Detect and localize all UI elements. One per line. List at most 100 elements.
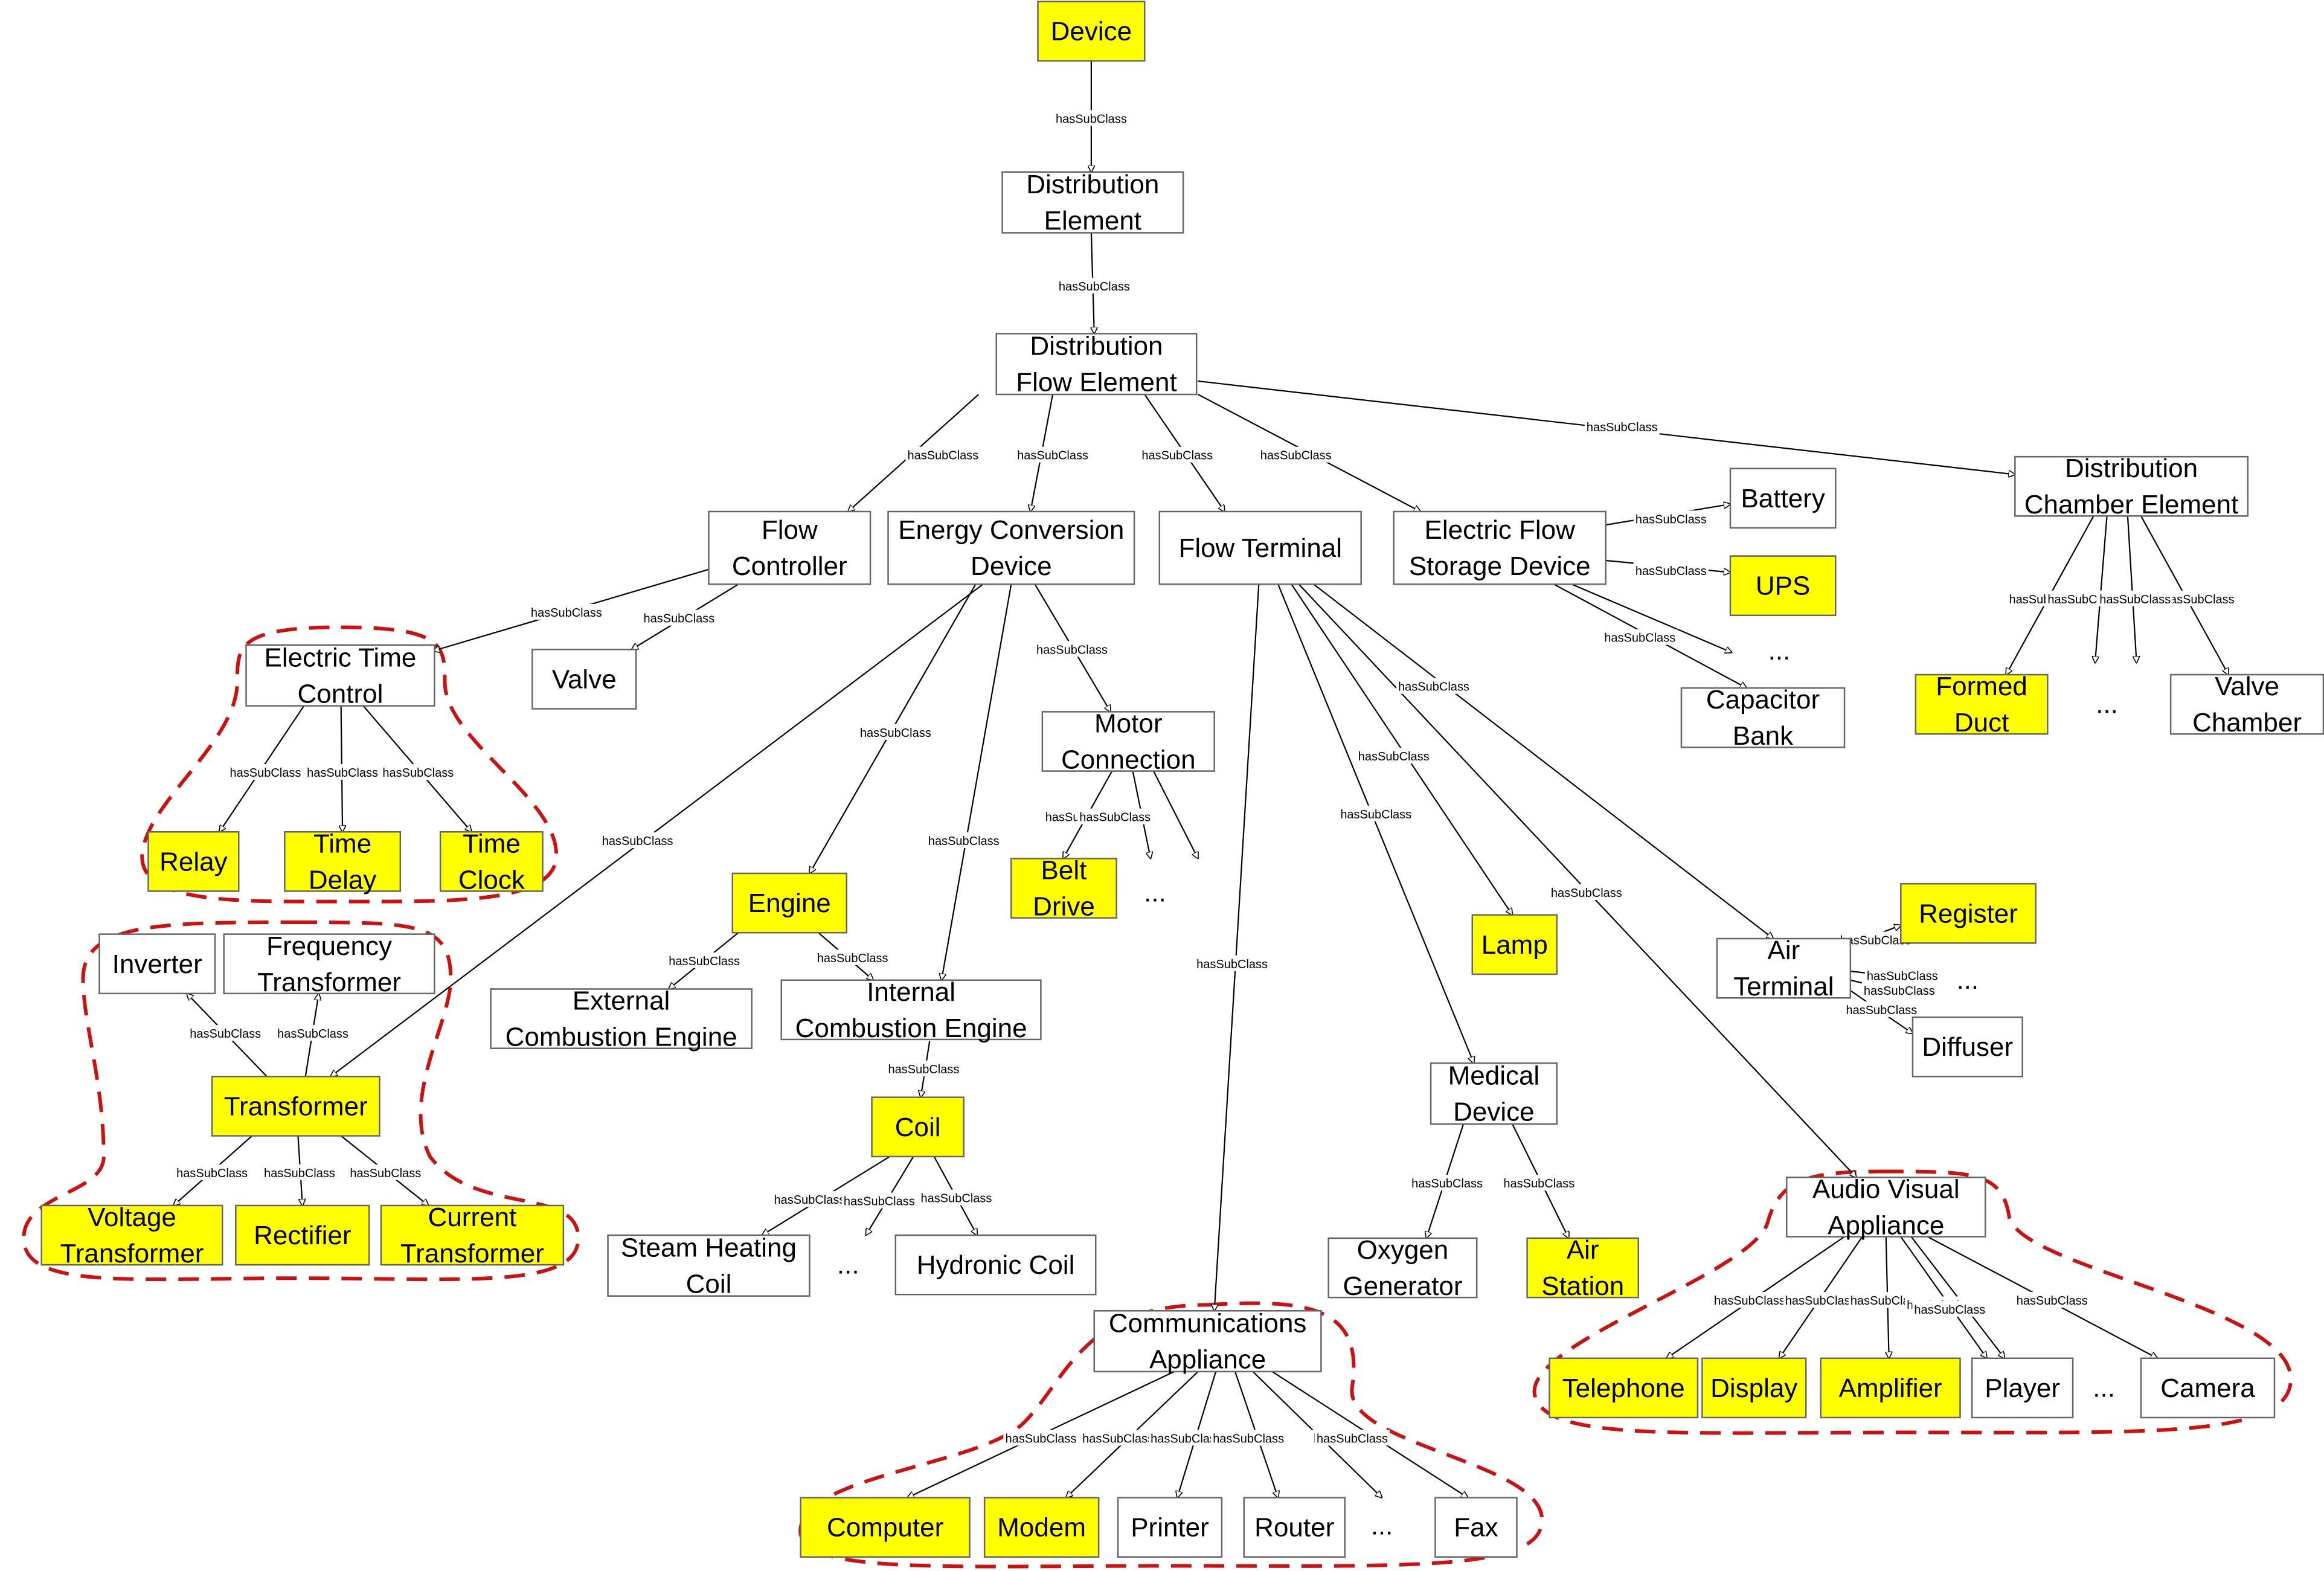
edge-label-transformer-to-current-transformer: hasSubClass <box>350 1167 421 1180</box>
node-engine-label: Engine <box>748 888 831 918</box>
edge-label-audio-visual-appliance-to-telephone-bg <box>1712 1292 1787 1308</box>
edge-label-flow-terminal-to-communications-appliance-bg <box>1195 955 1270 971</box>
node-relay-label: Relay <box>159 847 228 876</box>
edge-label-audio-visual-appliance-to-display: hasSubClass <box>1785 1294 1857 1308</box>
node-distribution-flow-element-box <box>995 333 1198 396</box>
ellipsis-av-more: ... <box>2093 1373 2115 1402</box>
edge-label-internal-combustion-engine-to-coil: hasSubClass <box>888 1063 960 1076</box>
edge-label-audio-visual-appliance-to-camera: hasSubClass <box>2017 1294 2088 1308</box>
edge-label-engine-to-external-combustion-engine-bg <box>667 952 742 968</box>
edge-label-device-to-distribution-element: hasSubClass <box>1056 112 1127 126</box>
edge-label-transformer-to-frequency-transformer: hasSubClass <box>277 1027 348 1041</box>
edge-label-communications-appliance-to-router: hasSubClass <box>1213 1432 1284 1445</box>
node-voltage-transformer-box <box>40 1204 223 1266</box>
edge-flow-terminal-to-medical-device <box>1277 583 1474 1063</box>
node-fax: Fax <box>1434 1497 1518 1558</box>
edge-label-energy-conversion-device-to-motor-connection: hasSubClass <box>1036 643 1108 657</box>
node-rectifier: Rectifier <box>235 1204 370 1266</box>
node-formed-duct-label: Duct <box>1954 708 2009 737</box>
node-battery-box <box>1729 467 1837 529</box>
edge-label-medical-device-to-oxygen-generator-bg <box>1410 1175 1485 1191</box>
node-time-clock-label: Time <box>463 829 521 858</box>
edge-label-coil-to-hydronic-coil-bg <box>919 1189 994 1206</box>
node-engine: Engine <box>731 872 848 934</box>
electric-time-control-group-outline <box>140 625 558 904</box>
node-hydronic-coil: Hydronic Coil <box>894 1234 1097 1296</box>
node-electric-time-control-box <box>245 644 435 707</box>
ellipsis-coil-more: ... <box>837 1250 859 1280</box>
node-fax-box <box>1434 1497 1518 1558</box>
node-player-box <box>1971 1357 2074 1419</box>
edge-label-flow-terminal-to-audio-visual-appliance: hasSubClass <box>1551 887 1622 900</box>
node-distribution-flow-element-label: Distribution <box>1030 332 1163 361</box>
node-external-combustion-engine-box <box>490 988 753 1049</box>
node-valve-chamber-box <box>2169 673 2324 735</box>
edge-flow-terminal-to-audio-visual-appliance <box>1298 583 1857 1177</box>
edge-label-communications-appliance-to-more-9-bg <box>1314 1430 1390 1446</box>
node-register-label: Register <box>1919 899 2018 928</box>
node-diffuser-box <box>1912 1016 2023 1078</box>
node-ups: UPS <box>1729 555 1837 617</box>
node-router-label: Router <box>1254 1513 1334 1543</box>
node-motor-connection-box <box>1041 711 1215 772</box>
node-register: Register <box>1900 882 2037 944</box>
node-electric-time-control-label: Electric Time <box>265 643 417 672</box>
edge-label-distribution-flow-element-to-distribution-chamber-element: hasSubClass <box>1587 421 1658 434</box>
edge-label-distribution-flow-element-to-distribution-chamber-element-bg <box>1584 419 1660 435</box>
node-oxygen-generator-label: Oxygen <box>1357 1235 1449 1265</box>
communications-group-outline <box>798 1301 1544 1569</box>
node-player: Player <box>1971 1357 2074 1419</box>
node-distribution-flow-element-label: Flow Element <box>1016 368 1177 397</box>
edge-label-energy-conversion-device-to-internal-combustion-engine: hasSubClass <box>928 835 1000 848</box>
node-display-box <box>1701 1357 1807 1419</box>
node-frequency-transformer-box <box>223 933 435 995</box>
edge-label-distribution-element-to-distribution-flow-element-bg <box>1056 277 1132 294</box>
node-coil: Coil <box>871 1096 965 1158</box>
node-router-box <box>1243 1497 1346 1558</box>
edge-label-air-terminal-to-more-7-bg <box>1861 981 1937 998</box>
node-time-clock-label: Clock <box>458 865 525 895</box>
edge-label-air-terminal-to-diffuser-bg <box>1844 1001 1919 1017</box>
node-time-clock-box <box>439 831 544 892</box>
edge-label-flow-controller-to-electric-time-control-bg <box>528 603 604 620</box>
edge-label-distribution-chamber-element-to-valve-chamber: hasSubClass <box>2163 593 2235 606</box>
edge-label-communications-appliance-to-more-9: hasSubClass <box>1317 1432 1388 1445</box>
node-camera-box <box>2140 1357 2276 1419</box>
node-distribution-chamber-element-label: Distribution <box>2065 454 2198 483</box>
edge-label-transformer-to-rectifier: hasSubClass <box>264 1167 335 1180</box>
node-communications-appliance-label: Communications <box>1109 1309 1307 1338</box>
node-frequency-transformer-label: Frequency <box>266 931 392 961</box>
node-diffuser-label: Diffuser <box>1922 1032 2013 1062</box>
node-rectifier-label: Rectifier <box>254 1221 351 1250</box>
edge-label-energy-conversion-device-to-engine: hasSubClass <box>860 727 931 740</box>
edge-label-coil-to-more-5: hasSubClass <box>844 1195 915 1209</box>
edge-distribution-chamber-element-to-more-2 <box>2127 516 2137 663</box>
node-distribution-element-label: Element <box>1044 206 1141 236</box>
edge-label-flow-terminal-to-medical-device: hasSubClass <box>1340 808 1411 821</box>
edge-label-electric-time-control-to-relay-bg <box>228 764 303 780</box>
node-lamp: Lamp <box>1471 914 1558 975</box>
node-belt-drive-box <box>1010 858 1117 919</box>
edge-label-flow-terminal-to-communications-appliance: hasSubClass <box>1196 958 1268 971</box>
node-transformer-label: Transformer <box>224 1091 368 1121</box>
node-display-label: Display <box>1710 1373 1797 1403</box>
edge-label-air-terminal-to-register: hasSubClass <box>1840 934 1912 947</box>
node-flow-terminal-box <box>1158 510 1362 585</box>
node-flow-controller-label: Flow <box>762 515 818 545</box>
node-distribution-element-label: Distribution <box>1026 170 1159 199</box>
node-capacitor-bank-box <box>1680 687 1846 748</box>
edge-flow-terminal-to-air-terminal <box>1313 583 1773 939</box>
node-communications-appliance-label: Appliance <box>1149 1345 1266 1375</box>
